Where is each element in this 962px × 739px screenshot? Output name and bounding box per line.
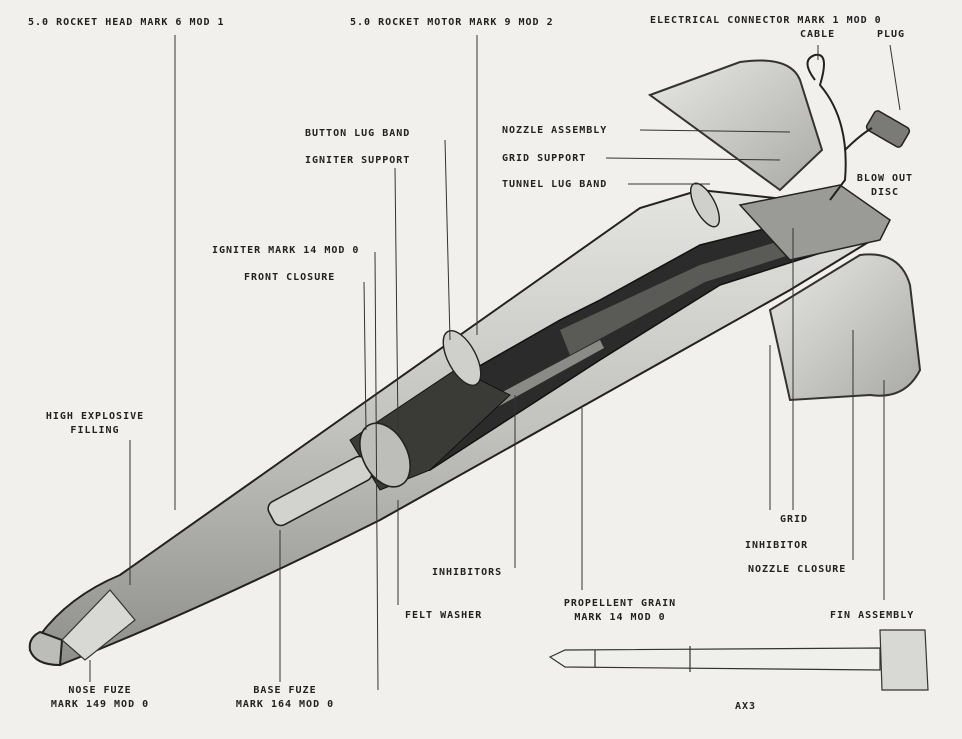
lower-fin — [768, 253, 922, 402]
label-connector-title: ELECTRICAL CONNECTOR MARK 1 MOD 0 — [650, 15, 882, 26]
label-he-filling-line1: HIGH EXPLOSIVE — [45, 411, 145, 422]
label-he-filling-line2: FILLING — [70, 425, 120, 436]
label-propellent-grain-line2: MARK 14 MOD 0 — [574, 612, 666, 623]
label-base-fuze-line2: MARK 164 MOD 0 — [235, 699, 335, 710]
label-nose-fuze-line1: NOSE FUZE — [68, 685, 132, 696]
label-scale-note: AX3 — [735, 701, 757, 712]
connector-cable — [806, 53, 847, 201]
front-closure-disc — [359, 422, 411, 488]
nose-fuze-section — [61, 589, 136, 661]
leader-lines — [89, 35, 901, 691]
label-igniter-support: IGNITER SUPPORT — [305, 155, 411, 166]
label-front-closure: FRONT CLOSURE — [244, 272, 336, 283]
label-propellent-grain-line1: PROPELLENT GRAIN — [563, 598, 677, 609]
label-inhibitors: INHIBITORS — [432, 567, 503, 578]
label-tunnel-lug-band: TUNNEL LUG BAND — [502, 179, 608, 190]
label-rocket-head: 5.0 ROCKET HEAD MARK 6 MOD 1 — [28, 17, 225, 28]
label-grid-support: GRID SUPPORT — [502, 153, 587, 164]
label-blow-out-disc-line2: DISC — [870, 187, 900, 198]
label-button-lug-band: BUTTON LUG BAND — [305, 128, 411, 139]
label-plug: PLUG — [877, 29, 906, 40]
button-lug-band — [442, 330, 482, 386]
connector-plug — [865, 110, 911, 148]
label-nose-fuze-line2: MARK 149 MOD 0 — [50, 699, 150, 710]
nozzle-assembly — [738, 184, 891, 261]
label-rocket-motor: 5.0 ROCKET MOTOR MARK 9 MOD 2 — [350, 17, 554, 28]
outline-view — [548, 629, 929, 691]
label-base-fuze-line1: BASE FUZE — [253, 685, 317, 696]
label-grid: GRID — [780, 514, 809, 525]
upper-fin — [647, 59, 824, 192]
label-nozzle-closure: NOZZLE CLOSURE — [748, 564, 847, 575]
label-nozzle-assembly: NOZZLE ASSEMBLY — [502, 125, 608, 136]
propellent-grain-core — [560, 235, 805, 355]
label-blow-out-disc-line1: BLOW OUT — [856, 173, 914, 184]
label-fin-assembly: FIN ASSEMBLY — [830, 610, 915, 621]
label-cable: CABLE — [800, 29, 836, 40]
label-inhibitor: INHIBITOR — [745, 540, 809, 551]
label-felt-washer: FELT WASHER — [405, 610, 483, 621]
label-igniter: IGNITER MARK 14 MOD 0 — [212, 245, 360, 256]
